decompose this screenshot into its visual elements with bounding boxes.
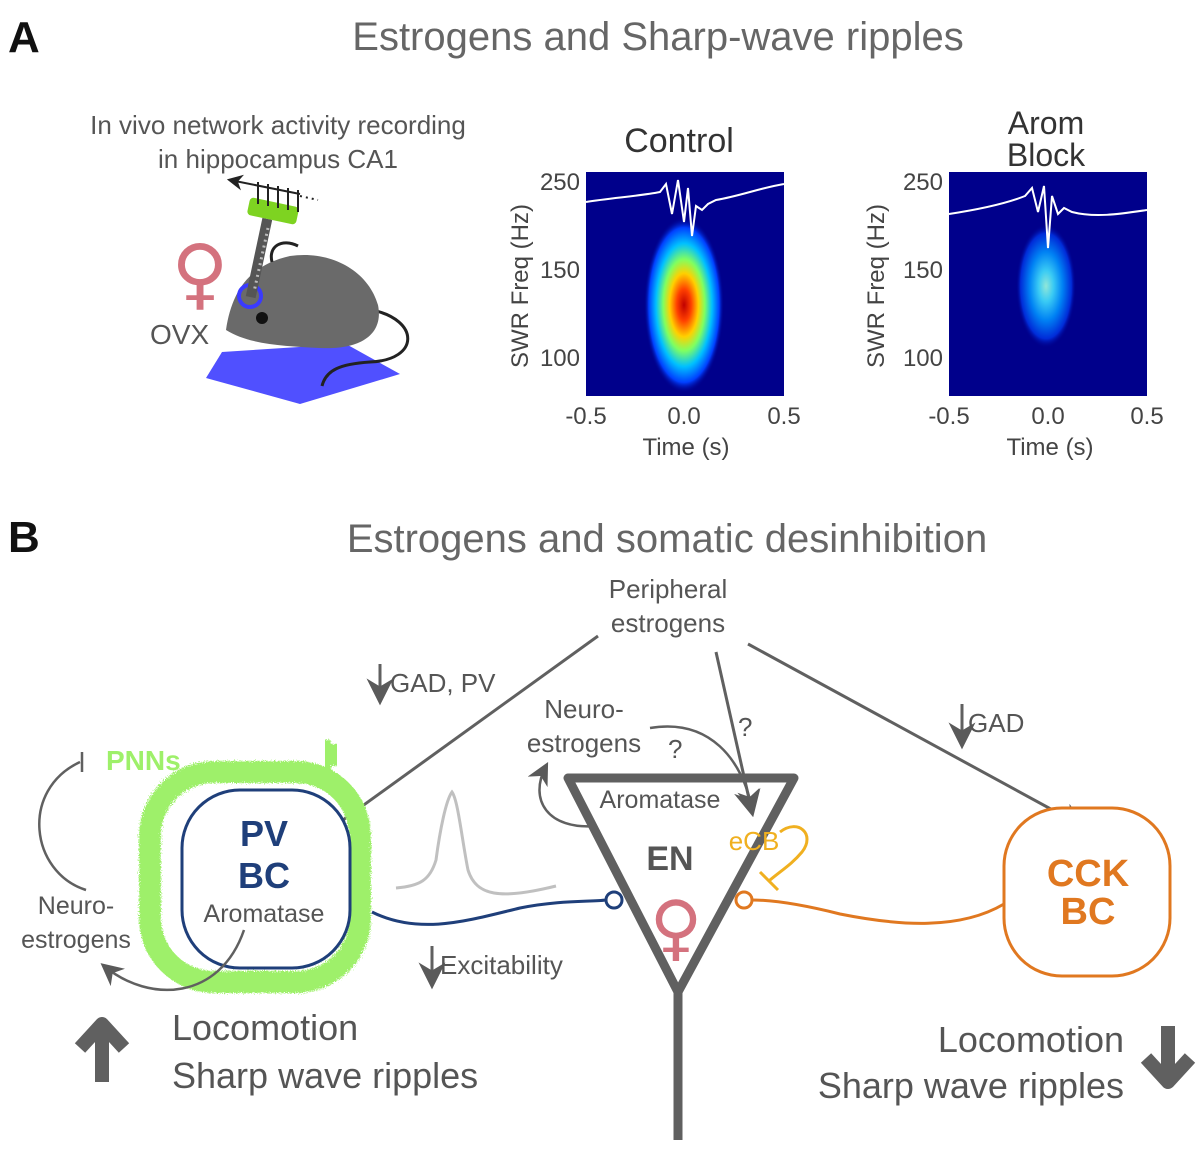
panel-a-title: Estrogens and Sharp-wave ripples [352,15,963,59]
control-ripple-trace [585,179,785,237]
pnn-mesh [139,761,371,993]
control-xtick-zero: 0.0 [667,403,700,430]
female-symbol-b: ♀ [650,885,703,969]
pv-label: PV [240,813,288,854]
arom-ripple-trace [948,185,1148,249]
control-title: Control [624,122,734,160]
recording-label-line2: in hippocampus CA1 [158,144,398,174]
arrow-neuro-to-ecb [649,725,760,813]
peripheral-line1: Peripheral [609,574,728,604]
electrode-head [247,197,299,225]
control-ytick-250: 250 [540,169,580,196]
arom-xlabel: Time (s) [1006,434,1093,461]
mouse-ear [269,241,299,263]
arom-xtick-pos: 0.5 [1130,403,1163,430]
right-effect-line1: Locomotion [938,1019,1124,1060]
bc-label-pv: BC [238,855,290,896]
pnns-inhibition [38,752,87,892]
bc-label-cck: BC [1061,891,1116,933]
neuro-pv-line2: estrogens [21,926,131,954]
arom-ytick-100: 100 [903,345,943,372]
arom-xtick-neg: -0.5 [928,403,969,430]
left-effect-line2: Sharp wave ripples [172,1055,478,1096]
control-xlabel: Time (s) [642,434,729,461]
spectrogram-control: Control SWR Freq (Hz) 250 150 100 -0.5 0… [507,122,801,461]
spectrogram-arom-block: Arom Block SWR Freq (Hz) 250 150 100 -0.… [863,105,1164,461]
pv-bc-soma [180,788,352,970]
arom-ytick-250: 250 [903,169,943,196]
cck-label: CCK [1047,853,1130,895]
arom-title-line2: Block [1007,137,1086,173]
pv-bc-cell: PV BC Aromatase [139,740,371,993]
ecb-label: eCB [729,826,780,856]
cck-synapse [734,890,754,910]
control-ripple-power [644,217,724,393]
cck-axon [751,898,1005,925]
arrow-peripheral-to-cck [747,642,1087,829]
panel-b-title: Estrogens and somatic desinhibition [347,517,987,561]
en-label: EN [646,840,693,878]
panel-b-letter: B [8,513,40,562]
cck-bc-soma [1002,806,1172,978]
panel-a-letter: A [8,13,40,62]
arom-xtick-zero: 0.0 [1031,403,1064,430]
question-mark-ecb: ? [738,712,752,742]
left-effect-line1: Locomotion [172,1007,358,1048]
en-neuron: Aromatase EN eCB ♀ [563,773,809,1140]
arom-ylabel: SWR Freq (Hz) [863,204,890,368]
en-aromatase-label: Aromatase [600,786,721,814]
pv-synapse [604,890,624,910]
arrow-peripheral-to-pv [313,634,599,842]
pnn-process [321,740,341,780]
cck-bc-cell: CCK BC [1002,806,1172,978]
neuro-en-line2: estrogens [527,728,641,758]
question-mark-neuro: ? [668,734,682,764]
arrow-pv-aromatase-to-neuro [100,929,246,992]
electrode-shaft [245,217,273,299]
pv-axon [371,898,607,926]
mouse-illustration: ♀ OVX [150,174,410,404]
control-ylabel: SWR Freq (Hz) [507,204,534,368]
control-xtick-pos: 0.5 [767,403,800,430]
female-symbol-a: ♀ [171,229,228,319]
neuro-pv-line1: Neuro- [38,892,114,920]
neuro-en-line1: Neuro- [544,694,623,724]
up-arrow-icon [74,1017,130,1082]
mouse-body [226,254,379,349]
pnns-label: PNNs [106,745,181,776]
spike-waveform [395,789,557,896]
recording-label-line1: In vivo network activity recording [90,110,466,140]
arom-ytick-150: 150 [903,257,943,284]
mouse-eye [256,312,268,324]
ovx-label: OVX [150,319,209,350]
excitability-label: Excitability [440,950,563,980]
arom-title-line1: Arom [1008,105,1084,141]
arrow-aromatase-to-neuro [527,762,597,828]
down-arrow-icon [1140,1026,1196,1089]
electrode-wires [226,174,319,212]
recording-pad [206,344,400,404]
control-ytick-150: 150 [540,257,580,284]
gad-pv-label: GAD, PV [390,668,496,698]
ecb-inhibition [758,825,809,892]
gad-label: GAD [968,708,1024,738]
control-ytick-100: 100 [540,345,580,372]
control-xtick-neg: -0.5 [565,403,606,430]
mouse-tail [320,308,410,387]
peripheral-line2: estrogens [611,608,725,638]
en-soma [563,773,799,997]
right-effect-line2: Sharp wave ripples [818,1065,1124,1106]
arom-ripple-power [1016,224,1076,348]
pv-aromatase-label: Aromatase [204,900,325,928]
electrode-dots [252,227,270,293]
